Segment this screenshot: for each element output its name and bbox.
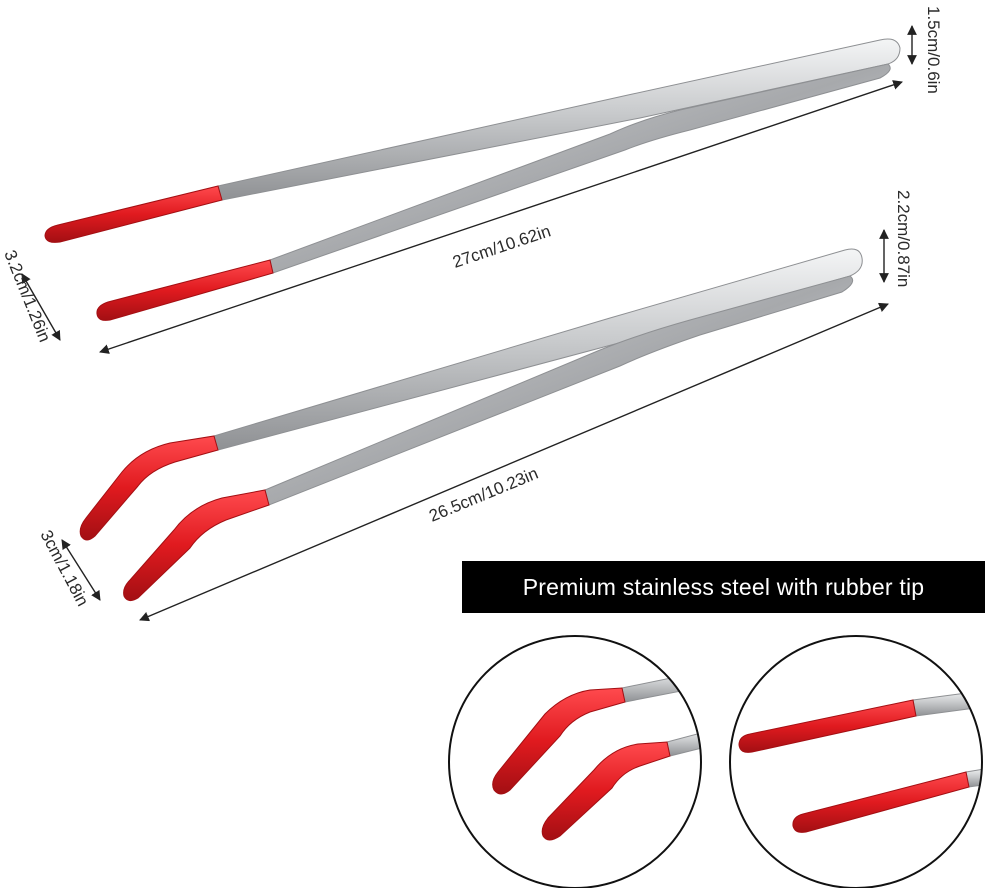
feature-banner-text: Premium stainless steel with rubber tip xyxy=(522,573,925,600)
straight-tip-detail-lens xyxy=(729,635,983,888)
curved-tip-detail-lens xyxy=(448,635,702,888)
magnifier-circle-icon xyxy=(448,635,702,888)
straight-opening-label: 3.2cm/1.26in xyxy=(0,247,54,344)
feature-banner: Premium stainless steel with rubber tip xyxy=(462,561,985,613)
curved-length-label: 26.5cm/10.23in xyxy=(426,464,541,526)
curved-tweezers xyxy=(79,248,863,602)
straight-length-dimension: 27cm/10.62in xyxy=(99,80,903,354)
curved-tip-dimension: 2.2cm/0.87in xyxy=(879,190,913,287)
straight-opening-dimension: 3.2cm/1.26in xyxy=(0,247,61,345)
straight-tip-dimension: 1.5cm/0.6in xyxy=(907,6,943,94)
curved-tip-label: 2.2cm/0.87in xyxy=(894,190,913,287)
straight-tip-label: 1.5cm/0.6in xyxy=(924,6,943,94)
